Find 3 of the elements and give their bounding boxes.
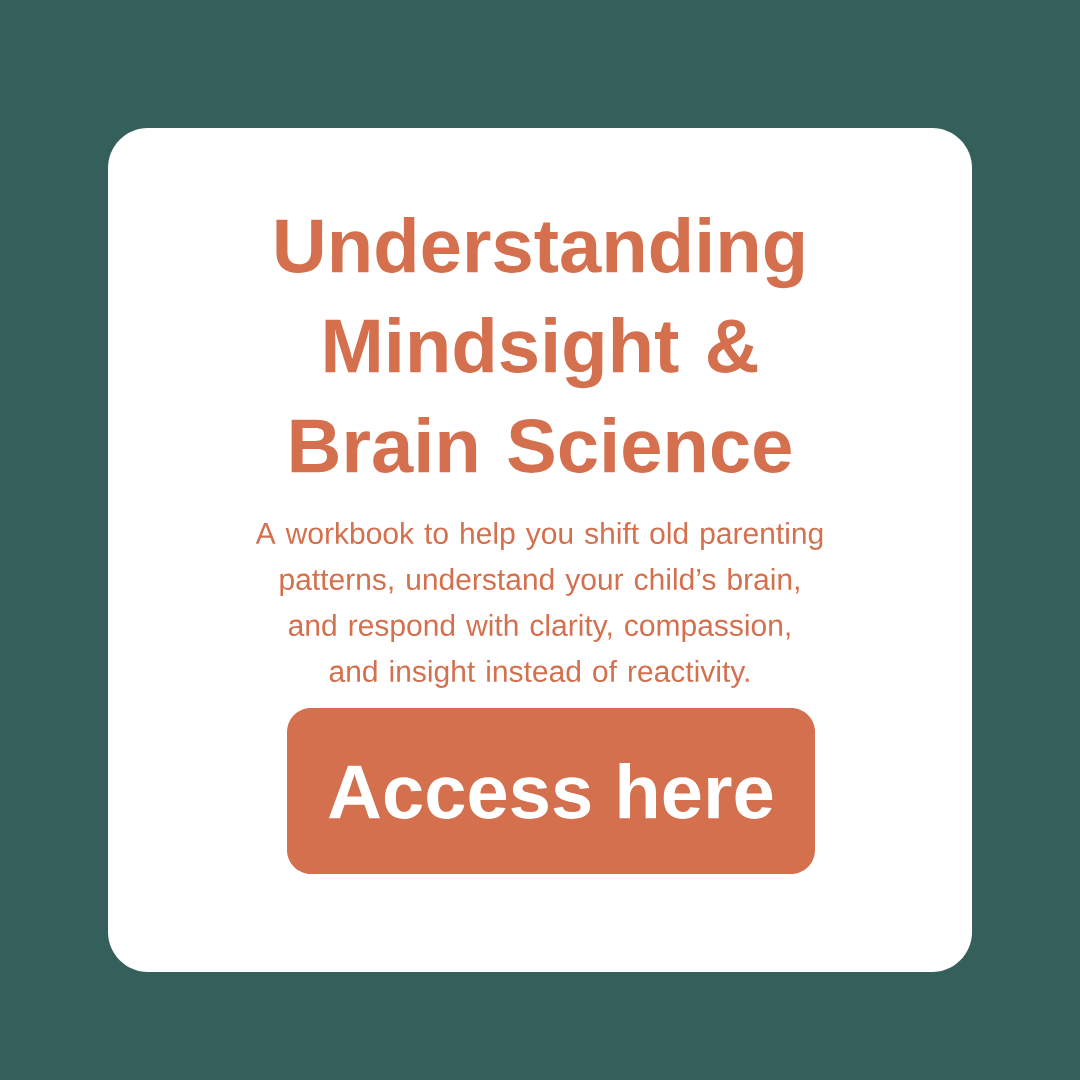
description: A workbook to help you shift old parenting patterns, understand your child’s brain, and respond with clarity, compassion, and insight instead of reactivity. (255, 522, 823, 688)
heading: Understanding Mindsight & Brain Science (276, 217, 804, 473)
button: Access here (287, 708, 815, 874)
